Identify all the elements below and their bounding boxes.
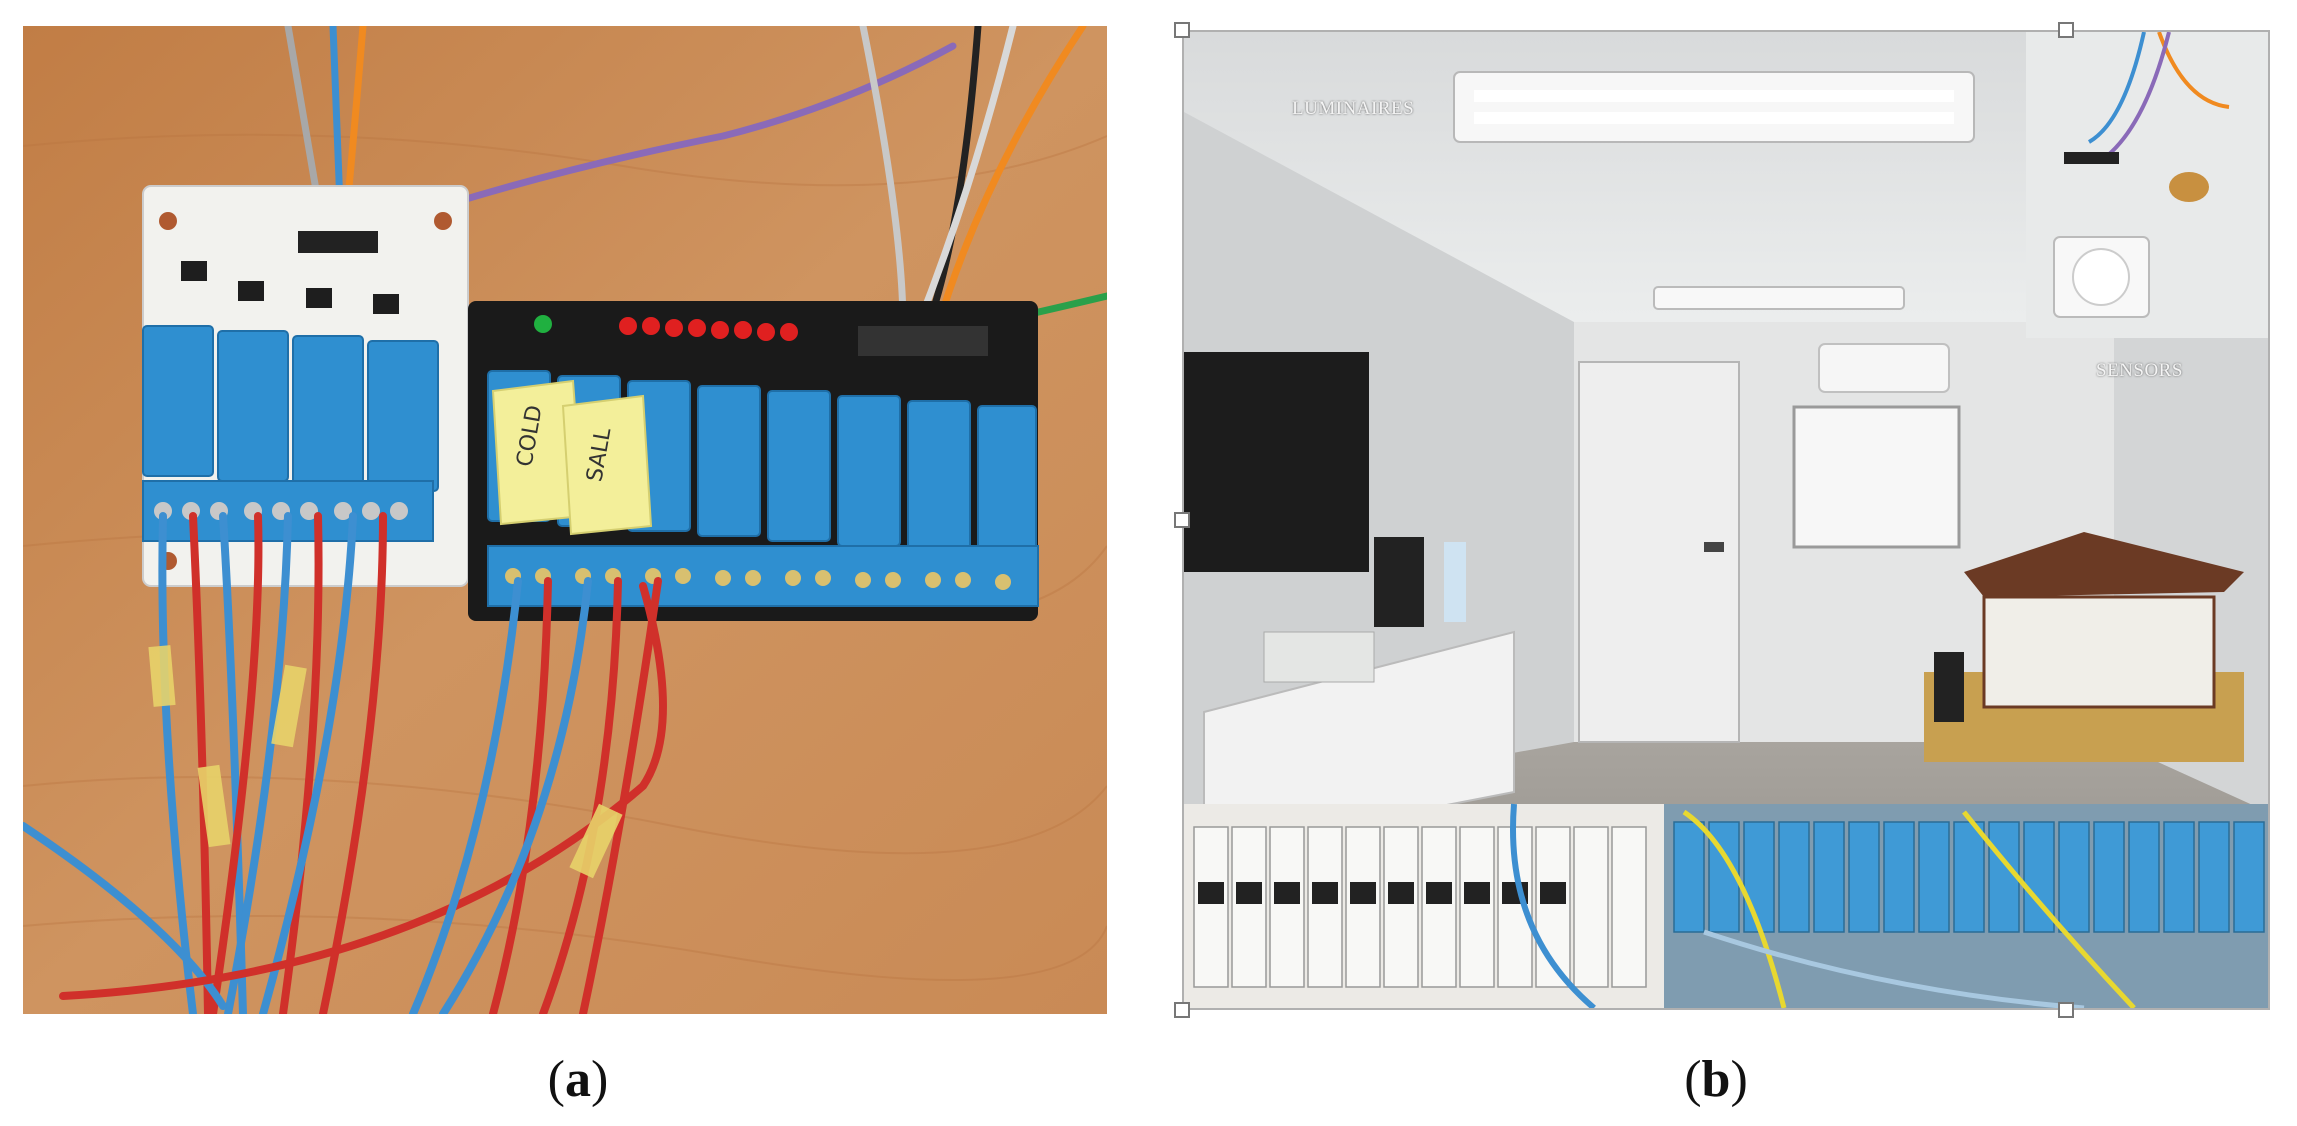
resize-handle-top-middle[interactable]: [2058, 22, 2074, 38]
sensors-label: SENSORS: [2096, 360, 2183, 381]
luminaires-label: LUMINAIRES: [1292, 98, 1415, 119]
relay-boards-illustration: COLD SALL: [23, 26, 1107, 1014]
resize-handle-top-left[interactable]: [1174, 22, 1190, 38]
smart-room-illustration: [1184, 32, 2268, 1008]
photo-relay-boards: COLD SALL: [23, 26, 1107, 1014]
resize-handle-bottom-middle[interactable]: [2058, 1002, 2074, 1018]
resize-handle-bottom-left[interactable]: [1174, 1002, 1190, 1018]
caption-a: (a): [547, 1051, 609, 1108]
caption-b: (b): [1684, 1051, 1748, 1108]
photo-smart-room: LUMINAIRES SENSORS: [1182, 30, 2270, 1010]
resize-handle-middle-left[interactable]: [1174, 512, 1190, 528]
